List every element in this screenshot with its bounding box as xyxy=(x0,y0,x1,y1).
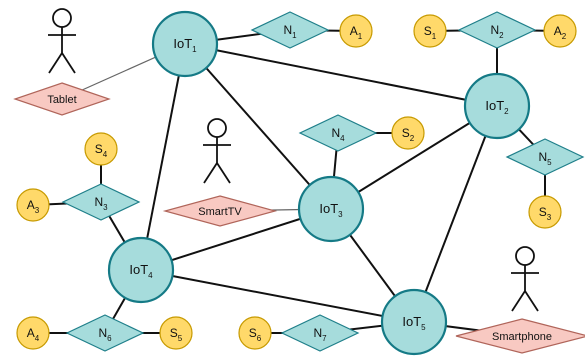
attribute-node-s4[interactable]: S4 xyxy=(84,132,118,166)
attribute-node-a2[interactable]: A2 xyxy=(543,14,577,48)
node-label: S5 xyxy=(170,326,183,343)
attribute-node-s6[interactable]: S6 xyxy=(238,316,272,350)
attribute-node-s2[interactable]: S2 xyxy=(391,116,425,150)
relation-node-n1[interactable]: N1 xyxy=(250,11,330,49)
edge-iot1-iot2 xyxy=(184,43,498,107)
node-label: A4 xyxy=(27,326,40,343)
relation-node-n2[interactable]: N2 xyxy=(457,11,537,49)
device-smarttv[interactable]: SmartTV xyxy=(162,195,278,227)
iot-node-iot2[interactable]: IoT2 xyxy=(463,72,531,140)
node-label: IoT1 xyxy=(173,36,197,54)
edge-iot1-iot4 xyxy=(140,43,186,271)
node-label: S1 xyxy=(424,24,437,41)
node-label: S3 xyxy=(539,205,552,222)
node-label: IoT2 xyxy=(485,98,509,116)
device-label: SmartTV xyxy=(198,206,242,218)
device-label: Tablet xyxy=(47,94,76,106)
node-label: N3 xyxy=(94,195,108,212)
node-label: A2 xyxy=(554,24,567,41)
node-label: N2 xyxy=(490,23,504,40)
relation-node-n6[interactable]: N6 xyxy=(65,314,145,352)
iot-node-iot4[interactable]: IoT4 xyxy=(107,236,175,304)
attribute-node-s5[interactable]: S5 xyxy=(159,316,193,350)
node-label: N5 xyxy=(538,150,552,167)
attribute-node-a4[interactable]: A4 xyxy=(16,316,50,350)
actors-layer xyxy=(48,8,539,312)
node-label: N7 xyxy=(313,326,327,343)
iot-node-iot5[interactable]: IoT5 xyxy=(380,288,448,356)
relation-node-n3[interactable]: N3 xyxy=(61,183,141,221)
edge-iot3-iot4 xyxy=(140,208,332,271)
user-actor-icon xyxy=(203,118,231,184)
device-tablet[interactable]: Tablet xyxy=(13,82,111,116)
edge-iot1-iot3 xyxy=(184,43,332,210)
node-label: N1 xyxy=(283,23,297,40)
attribute-node-s3[interactable]: S3 xyxy=(528,195,562,229)
edge-iot2-iot5 xyxy=(413,105,498,323)
user-actor-icon xyxy=(511,246,539,312)
edges-layer xyxy=(32,29,561,337)
node-label: IoT5 xyxy=(402,314,426,332)
device-label: Smartphone xyxy=(492,331,552,343)
device-smartphone[interactable]: Smartphone xyxy=(455,318,585,354)
node-label: S6 xyxy=(249,326,262,343)
edge-iot4-iot5 xyxy=(140,269,415,323)
user-actor-icon xyxy=(48,8,76,74)
node-label: A1 xyxy=(350,24,363,41)
relation-node-n4[interactable]: N4 xyxy=(298,114,378,152)
relation-node-n5[interactable]: N5 xyxy=(505,138,585,176)
iot-node-iot1[interactable]: IoT1 xyxy=(151,10,219,78)
node-label: N4 xyxy=(331,126,345,143)
node-label: S4 xyxy=(95,142,108,159)
iot-node-iot3[interactable]: IoT3 xyxy=(297,175,365,243)
node-label: N6 xyxy=(98,326,112,343)
relation-node-n7[interactable]: N7 xyxy=(280,314,360,352)
node-label: IoT3 xyxy=(319,201,343,219)
attribute-node-a3[interactable]: A3 xyxy=(16,188,50,222)
attribute-node-s1[interactable]: S1 xyxy=(413,14,447,48)
attribute-node-a1[interactable]: A1 xyxy=(339,14,373,48)
node-label: S2 xyxy=(402,126,415,143)
node-label: IoT4 xyxy=(129,262,153,280)
node-label: A3 xyxy=(27,198,40,215)
